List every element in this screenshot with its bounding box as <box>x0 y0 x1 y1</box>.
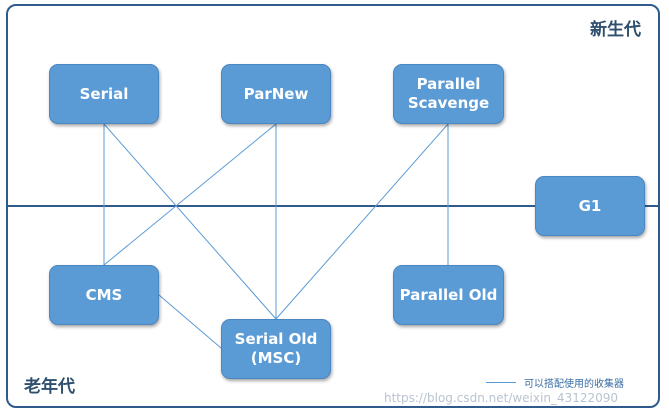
link-parallel-scavenge-to-serial-old <box>275 123 449 320</box>
g1-collector-node: G1 <box>535 176 645 236</box>
legend: 可以搭配使用的收集器 <box>486 375 624 390</box>
young-generation-label: 新生代 <box>590 20 641 40</box>
old-generation-label: 老年代 <box>24 377 75 397</box>
parallel-scavenge-collector-node: Parallel Scavenge <box>393 64 504 124</box>
watermark-text: https://blog.csdn.net/weixin_43122090 <box>384 391 619 405</box>
serial-collector-node: Serial <box>49 64 159 124</box>
link-cms-to-serial-old <box>158 294 222 349</box>
legend-line-swatch <box>486 382 516 383</box>
parnew-collector-node: ParNew <box>221 64 331 124</box>
legend-label: 可以搭配使用的收集器 <box>524 379 624 390</box>
serial-old-collector-node: Serial Old (MSC) <box>221 319 331 379</box>
parallel-old-collector-node: Parallel Old <box>393 265 504 325</box>
link-parnew-to-cms <box>103 123 277 266</box>
link-serial-to-serial-old <box>103 123 277 320</box>
cms-collector-node: CMS <box>49 265 159 325</box>
